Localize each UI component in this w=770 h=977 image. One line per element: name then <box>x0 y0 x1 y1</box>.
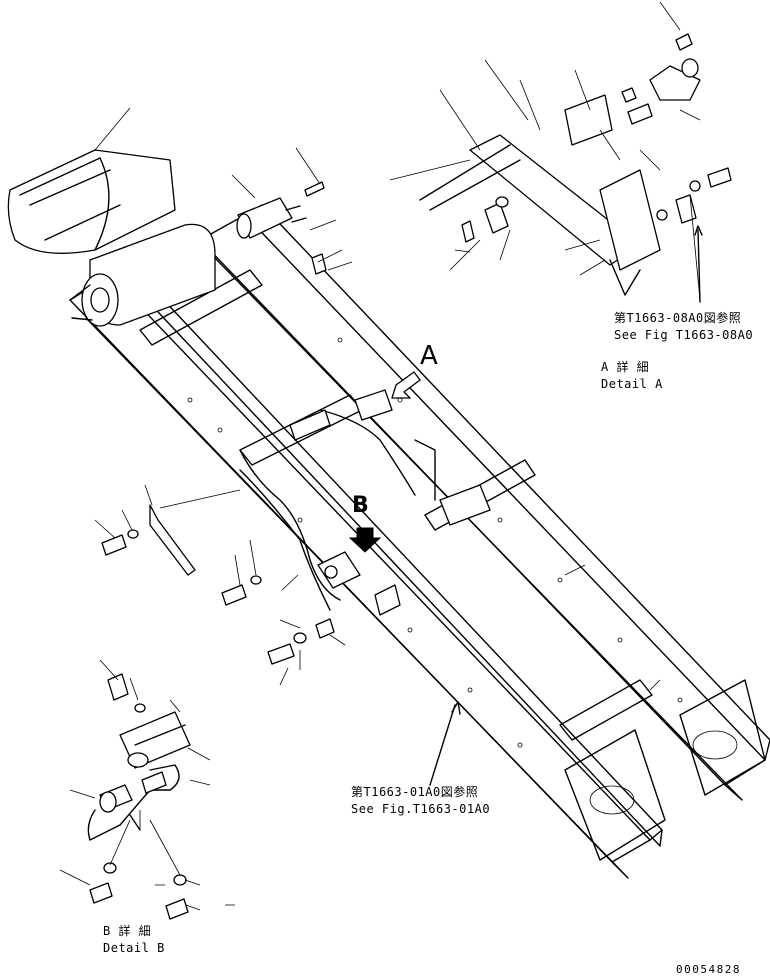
view-a-ref-jp: 第T1663-08A0図参照 <box>614 311 742 325</box>
view-a-detail-jp: A 詳 細 <box>601 360 650 374</box>
view-b-detail-jp: B 詳 細 <box>103 924 152 938</box>
view-a-detail-en: Detail A <box>601 377 663 391</box>
tank-assembly <box>69 223 216 327</box>
view-b-letter: B <box>352 493 369 518</box>
view-b-ref-en: See Fig.T1663-01A0 <box>351 802 491 816</box>
view-b-ref-jp: 第T1663-01A0図参照 <box>351 785 479 799</box>
view-a-letter: A <box>420 341 438 371</box>
view-b-detail-en: Detail B <box>103 941 165 955</box>
motor-part <box>231 147 353 275</box>
detail-b-assembly <box>59 659 235 920</box>
cover-sheet <box>7 107 176 254</box>
view-a-ref-en: See Fig T1663-08A0 <box>614 328 754 342</box>
wire-harness <box>239 389 491 616</box>
view-a-arrow <box>391 371 421 399</box>
detail-a-assembly <box>389 1 732 303</box>
main-frame <box>69 204 770 879</box>
loose-fasteners <box>94 484 346 686</box>
ref-b-pointer <box>429 701 461 786</box>
rail-leaders <box>564 564 661 691</box>
drawing-number: 00054828 <box>676 963 741 976</box>
view-b-arrow <box>348 527 382 553</box>
